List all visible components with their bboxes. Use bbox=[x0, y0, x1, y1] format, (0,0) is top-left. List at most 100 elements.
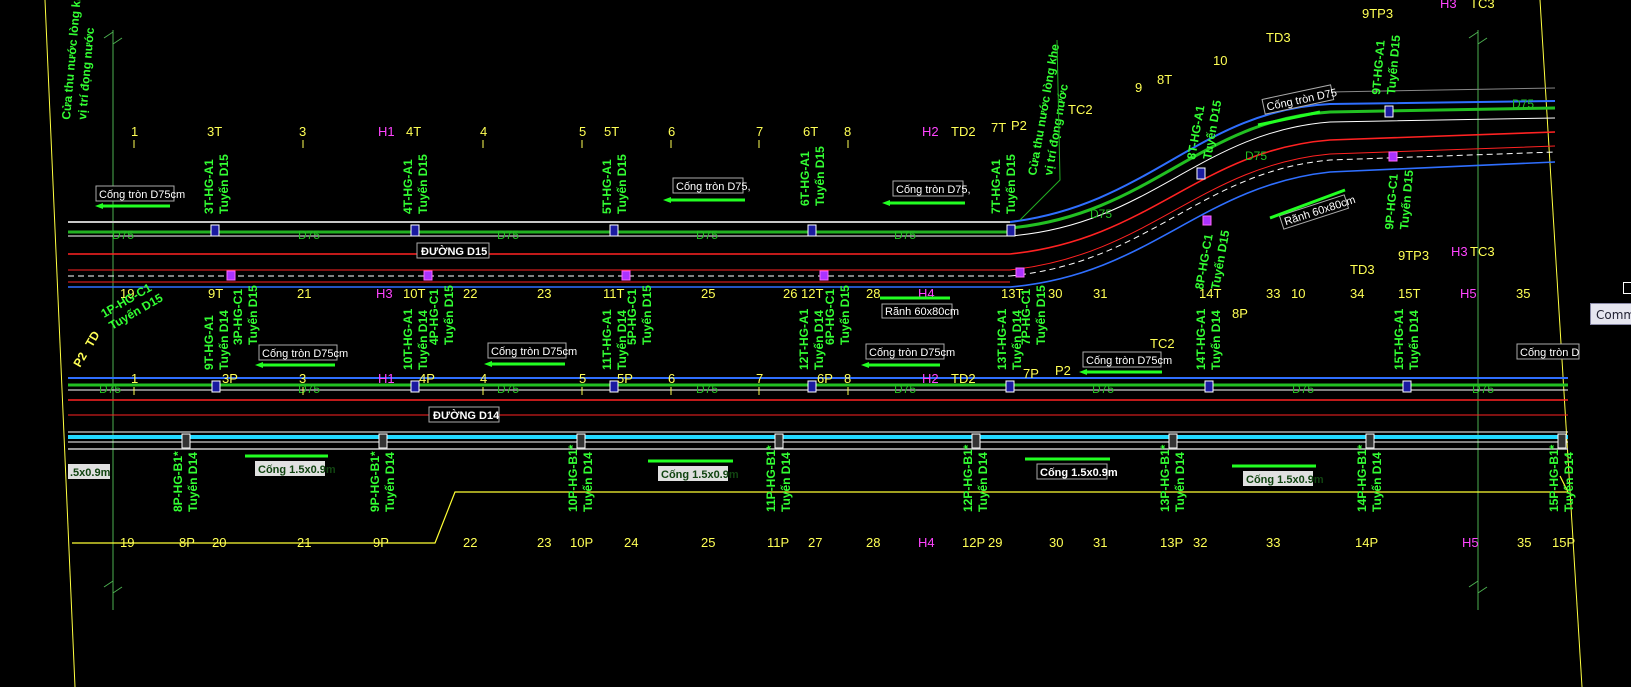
svg-text:6P: 6P bbox=[817, 371, 833, 386]
svg-text:D75: D75 bbox=[1245, 149, 1267, 163]
svg-text:6: 6 bbox=[668, 124, 675, 139]
svg-text:3T-HG-A1: 3T-HG-A1 bbox=[202, 159, 216, 214]
svg-text:9T: 9T bbox=[208, 286, 223, 301]
svg-text:22: 22 bbox=[463, 286, 477, 301]
svg-text:5: 5 bbox=[579, 124, 586, 139]
road-d14: D75 D75 D75 D75 D75 D75 D75 D75 ĐƯỜNG D1… bbox=[68, 377, 1569, 544]
svg-text:TC2: TC2 bbox=[1068, 102, 1093, 117]
inlet-pits-d14 bbox=[211, 380, 1412, 393]
svg-text:4T-HG-A1: 4T-HG-A1 bbox=[401, 159, 415, 214]
svg-text:Cống tròn D75cm: Cống tròn D75cm bbox=[869, 347, 955, 359]
svg-text:H2: H2 bbox=[922, 124, 939, 139]
svg-text:Tuyến D14: Tuyến D14 bbox=[976, 452, 990, 512]
svg-text:4P: 4P bbox=[419, 371, 435, 386]
svg-text:5T-HG-A1: 5T-HG-A1 bbox=[600, 159, 614, 214]
svg-text:3: 3 bbox=[299, 124, 306, 139]
svg-text:10: 10 bbox=[1291, 286, 1305, 301]
svg-text:6T-HG-A1: 6T-HG-A1 bbox=[798, 151, 812, 206]
svg-text:9TP3: 9TP3 bbox=[1398, 248, 1429, 263]
stations-d15-top: 1 3T 3 H1 4T 4 5 5T 6 7 6T 8 H2 TD2 7T P… bbox=[131, 118, 1027, 139]
stations-d15-bottom: 19 9T 21 H3 10T 22 23 11T 25 26 12T 28 H… bbox=[120, 286, 1023, 301]
svg-text:10T-HG-A1: 10T-HG-A1 bbox=[401, 308, 415, 370]
svg-text:D75: D75 bbox=[99, 382, 121, 396]
svg-text:H3: H3 bbox=[1440, 0, 1457, 11]
svg-text:Tuyến D14: Tuyến D14 bbox=[1562, 452, 1576, 512]
svg-text:P2: P2 bbox=[1011, 118, 1027, 133]
svg-text:Cống 1.5x0.9m: Cống 1.5x0.9m bbox=[1040, 467, 1118, 479]
svg-text:8P: 8P bbox=[179, 535, 195, 550]
svg-text:35: 35 bbox=[1516, 286, 1530, 301]
svg-text:Cống 1.5x0.9m: Cống 1.5x0.9m bbox=[1246, 474, 1324, 486]
svg-text:Tuyến D14: Tuyến D14 bbox=[581, 452, 595, 512]
svg-text:11P-HG-B1*: 11P-HG-B1* bbox=[764, 445, 778, 512]
svg-text:15P: 15P bbox=[1552, 535, 1575, 550]
svg-text:Tuyến D14: Tuyến D14 bbox=[615, 310, 629, 370]
svg-text:20: 20 bbox=[212, 535, 226, 550]
svg-text:Cống tròn D: Cống tròn D bbox=[1520, 347, 1579, 359]
box-culvert-notes-d14: .5x0.9m Cống 1.5x0.9m Cống 1.5x0.9m Cống… bbox=[68, 454, 1324, 486]
svg-text:6P-HG-C1: 6P-HG-C1 bbox=[823, 289, 837, 345]
svg-text:7P-HG-C1: 7P-HG-C1 bbox=[1019, 289, 1033, 345]
box-culvert-pits-d14 bbox=[181, 433, 1567, 449]
svg-text:5P: 5P bbox=[617, 371, 633, 386]
svg-text:H3: H3 bbox=[376, 286, 393, 301]
command-tooltip[interactable]: Comm bbox=[1590, 303, 1631, 325]
svg-text:13T-HG-A1: 13T-HG-A1 bbox=[995, 308, 1009, 370]
svg-text:21: 21 bbox=[297, 286, 311, 301]
svg-text:9: 9 bbox=[1135, 80, 1142, 95]
crosshair-cursor bbox=[1623, 282, 1631, 294]
svg-text:D75: D75 bbox=[497, 382, 519, 396]
svg-text:11P: 11P bbox=[767, 535, 789, 550]
svg-text:13P: 13P bbox=[1160, 535, 1183, 550]
svg-text:TD2: TD2 bbox=[951, 371, 976, 386]
svg-text:14P: 14P bbox=[1355, 535, 1378, 550]
road-name-d14: ĐƯỜNG D14 bbox=[433, 409, 500, 422]
svg-text:Tuyến D14: Tuyến D14 bbox=[1173, 452, 1187, 512]
svg-text:TC3: TC3 bbox=[1470, 0, 1495, 11]
svg-text:Tuyến D14: Tuyến D14 bbox=[416, 310, 430, 370]
svg-text:TC3: TC3 bbox=[1470, 244, 1495, 259]
svg-text:Tuyến D14: Tuyến D14 bbox=[779, 452, 793, 512]
svg-text:D75: D75 bbox=[1472, 382, 1494, 396]
svg-text:Cống tròn D75cm: Cống tròn D75cm bbox=[262, 348, 348, 360]
stations-d14-bottom: 19 8P 20 21 9P 22 23 10P 24 25 11P 27 28… bbox=[120, 535, 1575, 550]
svg-text:Tuyến D14: Tuyến D14 bbox=[186, 452, 200, 512]
svg-text:15T-HG-A1: 15T-HG-A1 bbox=[1392, 308, 1406, 370]
svg-text:7T-HG-A1: 7T-HG-A1 bbox=[989, 159, 1003, 214]
svg-text:12P: 12P bbox=[962, 535, 985, 550]
svg-text:34: 34 bbox=[1350, 286, 1364, 301]
curve-mid-stations: 30 31 14T 8P 33 10 34 15T H5 35 bbox=[1048, 286, 1530, 321]
road-name-d15: ĐƯỜNG D15 bbox=[421, 245, 487, 258]
curve-stations: TC2 9 8T 10 TD3 9TP3 H3 TC3 TD3 9TP3 H3 … bbox=[1068, 0, 1495, 277]
svg-text:12T-HG-A1: 12T-HG-A1 bbox=[797, 308, 811, 370]
left-note: Cửa thu nước lòng khe vị trí đọng nước bbox=[59, 0, 97, 120]
lower-pit-labels-d15: 3P-HG-C1 Tuyến D15 4P-HG-C1 Tuyến D15 5P… bbox=[231, 285, 1048, 345]
svg-text:Tuyến D15: Tuyến D15 bbox=[442, 285, 456, 345]
svg-text:Tuyến D15: Tuyến D15 bbox=[416, 154, 430, 214]
svg-text:10T: 10T bbox=[403, 286, 425, 301]
svg-text:25: 25 bbox=[701, 535, 715, 550]
svg-text:Tuyến D14: Tuyến D14 bbox=[812, 310, 826, 370]
svg-text:Cống tròn D75cm: Cống tròn D75cm bbox=[1086, 355, 1172, 367]
inlet-pits-d15 bbox=[210, 105, 1394, 237]
svg-text:P2: P2 bbox=[70, 350, 90, 370]
pit-labels-d14-a: 9T-HG-A1 Tuyến D14 10T-HG-A1 Tuyến D14 1… bbox=[202, 308, 1421, 370]
svg-text:10: 10 bbox=[1213, 53, 1227, 68]
svg-text:11T-HG-A1: 11T-HG-A1 bbox=[600, 309, 614, 370]
svg-text:13P-HG-B1*: 13P-HG-B1* bbox=[1158, 444, 1172, 512]
svg-text:D75: D75 bbox=[1090, 207, 1112, 221]
svg-text:32: 32 bbox=[1193, 535, 1207, 550]
svg-text:Tuyến D15: Tuyến D15 bbox=[246, 285, 260, 345]
svg-text:9P-HG-C1: 9P-HG-C1 bbox=[1382, 173, 1401, 230]
svg-text:23: 23 bbox=[537, 535, 551, 550]
svg-text:Tuyến D15: Tuyến D15 bbox=[838, 285, 852, 345]
svg-text:D75: D75 bbox=[696, 228, 718, 242]
svg-text:Tuyến D14: Tuyến D14 bbox=[1209, 310, 1223, 370]
pit-labels-d15: 3T-HG-A1 Tuyến D15 4T-HG-A1 Tuyến D15 5T… bbox=[202, 146, 1018, 214]
svg-text:15P-HG-B1*: 15P-HG-B1* bbox=[1547, 444, 1561, 512]
svg-text:1: 1 bbox=[131, 124, 138, 139]
svg-text:P2: P2 bbox=[1055, 363, 1071, 378]
svg-text:7T: 7T bbox=[991, 120, 1006, 135]
svg-text:31: 31 bbox=[1093, 286, 1107, 301]
